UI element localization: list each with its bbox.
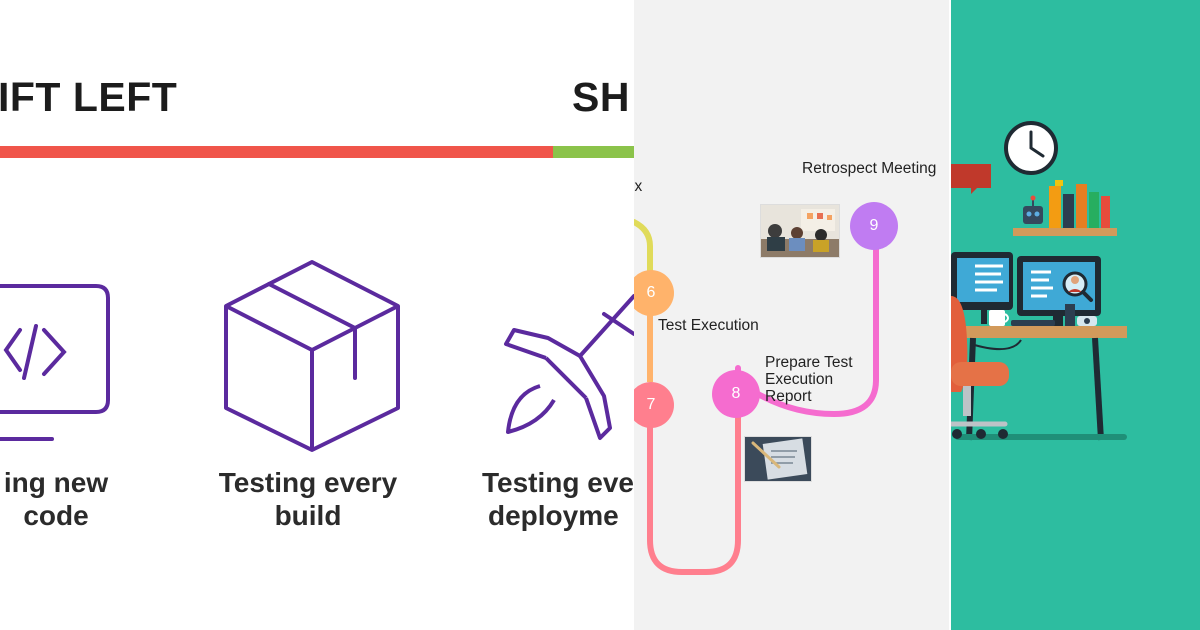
step-6-node: 6: [634, 270, 674, 316]
partial-step-label: ix: [634, 178, 643, 195]
shift-left-bar: [0, 146, 553, 158]
workspace-illustration: [951, 121, 1127, 441]
caption-line: code: [23, 500, 89, 531]
test-timeline-panel: ix 6 Test Execution 7 8 Prepare Test Exe…: [634, 0, 951, 630]
caption-new-code: ing new code: [0, 466, 176, 532]
meeting-photo: [760, 204, 840, 258]
workspace-illustration-panel: [951, 0, 1200, 630]
caption-line: Testing eve: [482, 467, 634, 498]
code-monitor-icon: [0, 284, 110, 441]
bookshelf-icon: [1013, 180, 1117, 236]
flag-icon: [951, 164, 991, 194]
computer-monitor-icon: [951, 252, 1013, 324]
report-photo: [744, 436, 812, 482]
box-icon: [224, 260, 400, 452]
step-8-label-line: Prepare Test: [765, 354, 853, 371]
timeline-path: [634, 219, 879, 575]
caption-every-deployment: Testing eve deployme: [482, 466, 634, 532]
rocket-icon: [504, 294, 634, 440]
panel-divider: [949, 0, 951, 630]
step-8-node: 8: [712, 370, 760, 418]
step-7-node: 7: [634, 382, 674, 428]
step-9-label: Retrospect Meeting: [802, 160, 937, 177]
caption-line: deployme: [488, 500, 619, 531]
caption-line: Testing every: [218, 467, 398, 498]
caption-every-build: Testing every build: [188, 466, 428, 532]
computer-monitor-icon: [1017, 256, 1101, 326]
step-8-label: Prepare Test Execution Report: [765, 354, 853, 405]
step-8-label-line: Report: [765, 388, 812, 405]
shift-left-title: IFT LEFT: [0, 74, 178, 120]
shift-left-panel: IFT LEFT SH ing new code Testing every b…: [0, 74, 634, 532]
step-8-label-line: Execution: [765, 371, 834, 388]
step-9-node: 9: [850, 202, 898, 250]
shift-right-title: SH: [572, 74, 630, 120]
robot-icon: [1023, 195, 1043, 224]
office-chair-icon: [951, 296, 1009, 439]
caption-line: ing new: [3, 467, 109, 498]
shift-right-bar: [553, 146, 634, 158]
caption-line: build: [274, 500, 342, 531]
step-6-label: Test Execution: [658, 317, 759, 334]
clock-icon: [1004, 121, 1058, 175]
